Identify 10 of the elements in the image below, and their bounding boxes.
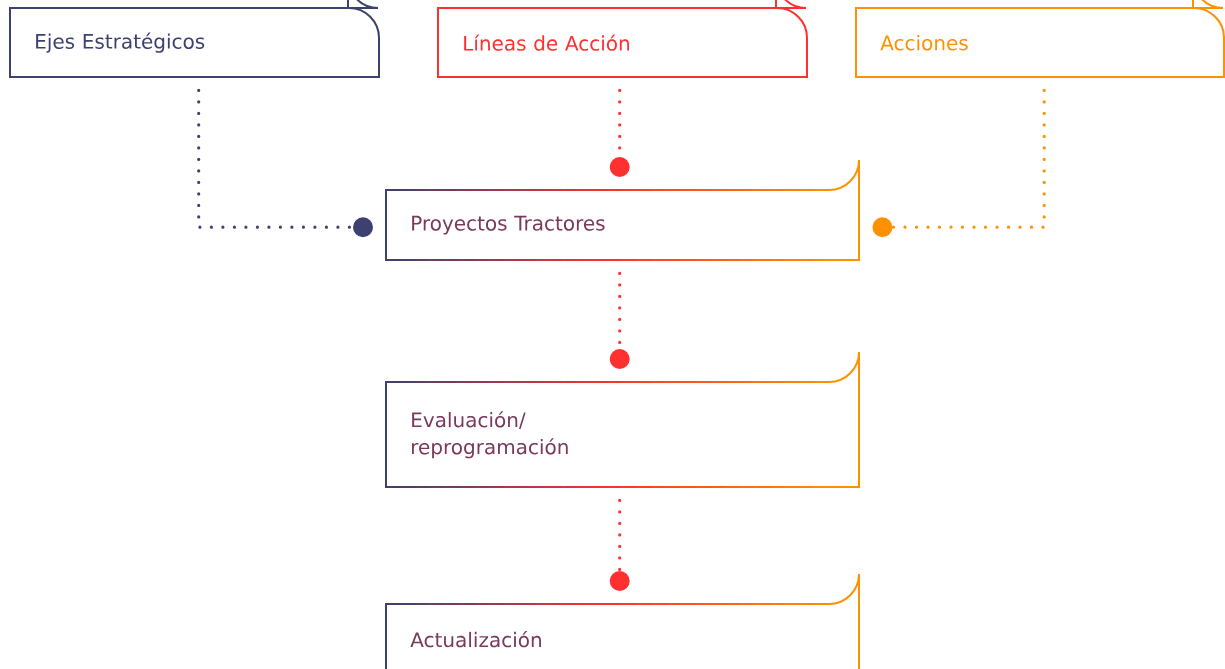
connector — [609, 271, 630, 369]
process-box: Proyectos Tractores — [385, 159, 861, 262]
process-box: Evaluación/ reprogramación — [385, 351, 861, 489]
process-box: Ejes Estratégicos — [9, 0, 380, 78]
connector — [609, 498, 630, 591]
connector — [197, 88, 373, 238]
connector — [609, 88, 630, 177]
process-box: Acciones — [855, 0, 1225, 78]
connector — [872, 88, 1046, 238]
process-box: Líneas de Acción — [437, 0, 808, 78]
